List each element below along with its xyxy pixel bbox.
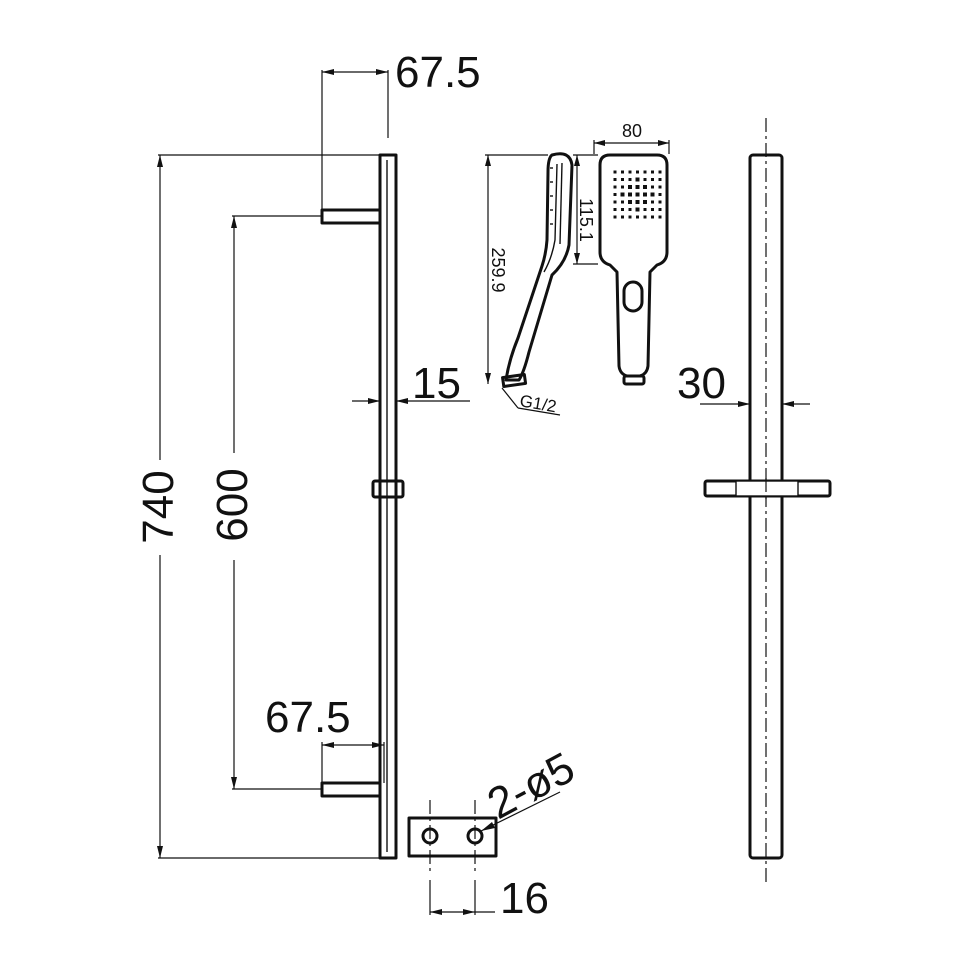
nozzle-dot (635, 192, 640, 197)
nozzle-dot (651, 170, 654, 174)
nozzle-dot (620, 192, 625, 197)
dim-head-height: 115.1 (573, 154, 598, 265)
nozzle-dot (621, 208, 624, 211)
nozzle-dot (628, 208, 632, 211)
label-head-height: 115.1 (576, 198, 596, 242)
label-bracket-width: 16 (500, 874, 549, 923)
nozzle-dot (628, 215, 632, 219)
label-rail-front-diameter: 30 (677, 359, 726, 408)
handset-side-body (504, 152, 574, 382)
nozzle-dot (635, 207, 640, 212)
top-bracket (320, 208, 382, 225)
nozzle-dot (658, 193, 662, 196)
nozzle-dot (628, 170, 632, 174)
dim-rail-length: 740 (134, 155, 183, 858)
nozzle-dot (651, 178, 654, 181)
nozzle-dot (621, 170, 624, 174)
nozzle-dot (643, 208, 647, 211)
nozzle-dot (621, 178, 624, 181)
nozzle-dot (643, 185, 647, 189)
slider-side (371, 479, 405, 499)
nozzle-dot (651, 200, 654, 204)
label-head-width: 80 (622, 121, 642, 141)
label-fixing-holes: 2-ø5 (480, 743, 583, 829)
nozzle-dot (658, 200, 662, 204)
nozzle-dots-side (550, 167, 553, 225)
nozzle-dot (628, 192, 632, 197)
dim-rail-front-diameter: 30 (677, 359, 810, 408)
label-rail-side-diameter: 15 (412, 359, 461, 408)
rail-front (748, 153, 784, 860)
nozzle-dot (613, 193, 617, 196)
nozzle-dot (658, 208, 662, 211)
nozzle-dot (628, 185, 632, 189)
handset-connector (622, 374, 646, 386)
nozzle-dot (621, 215, 624, 219)
dim-head-width: 80 (593, 121, 670, 154)
label-handset-length: 259.9 (488, 247, 508, 292)
nozzle-dot (658, 178, 662, 181)
nozzle-dot (651, 208, 654, 211)
dim-rail-side-diameter: 15 (352, 359, 470, 408)
nozzle-dot (628, 200, 632, 204)
nozzle-dot (643, 170, 647, 174)
nozzle-dot (643, 192, 647, 197)
handset-side-view-icon (501, 152, 574, 388)
rail-side (378, 153, 398, 860)
nozzle-dot (643, 178, 647, 181)
nozzle-dot (643, 200, 647, 204)
rail-side-view-icon (320, 153, 405, 860)
dim-bracket-spacing: 600 (208, 216, 257, 789)
nozzle-dot (613, 178, 617, 181)
rail-front-view-icon (703, 118, 832, 885)
nozzle-dot (636, 215, 639, 219)
handset-button (622, 280, 644, 313)
nozzle-dot (613, 200, 617, 204)
nozzle-dot (658, 185, 662, 189)
label-thread: G1/2 (518, 391, 558, 416)
nozzle-dot (635, 177, 640, 182)
dim-top-bracket: 67.5 (322, 48, 481, 97)
nozzle-dot (643, 215, 647, 219)
handset-front-body (598, 153, 669, 378)
nozzle-dot (636, 170, 639, 174)
nozzle-dot (635, 200, 640, 204)
handset-front-view-icon (598, 153, 669, 386)
wall-plate (407, 816, 498, 858)
dim-bottom-bracket: 67.5 (265, 693, 384, 748)
nozzle-dot (635, 185, 640, 189)
nozzle-grid (613, 170, 662, 219)
label-top-bracket-depth: 67.5 (395, 48, 481, 97)
nozzle-dot (613, 215, 617, 219)
label-bracket-spacing: 600 (208, 468, 257, 541)
nozzle-dot (628, 178, 632, 181)
nozzle-dot (658, 170, 662, 174)
nozzle-dot (621, 200, 624, 204)
nozzle-dot (658, 215, 662, 219)
wall-plate-icon (407, 800, 498, 875)
label-bottom-bracket-depth: 67.5 (265, 693, 351, 742)
nozzle-dot (613, 208, 617, 211)
label-rail-length: 740 (134, 470, 183, 543)
dim-bracket-width: 16 (429, 874, 549, 923)
nozzle-dot (651, 215, 654, 219)
nozzle-dot (650, 192, 655, 197)
nozzle-dot (651, 185, 654, 189)
nozzle-dot (621, 185, 624, 189)
dim-thread: G1/2 (501, 387, 561, 416)
bottom-bracket (320, 781, 382, 798)
dim-handset-length: 259.9 (485, 154, 548, 384)
nozzle-dot (613, 170, 617, 174)
nozzle-dot (613, 185, 617, 189)
thread-connector (501, 373, 528, 388)
